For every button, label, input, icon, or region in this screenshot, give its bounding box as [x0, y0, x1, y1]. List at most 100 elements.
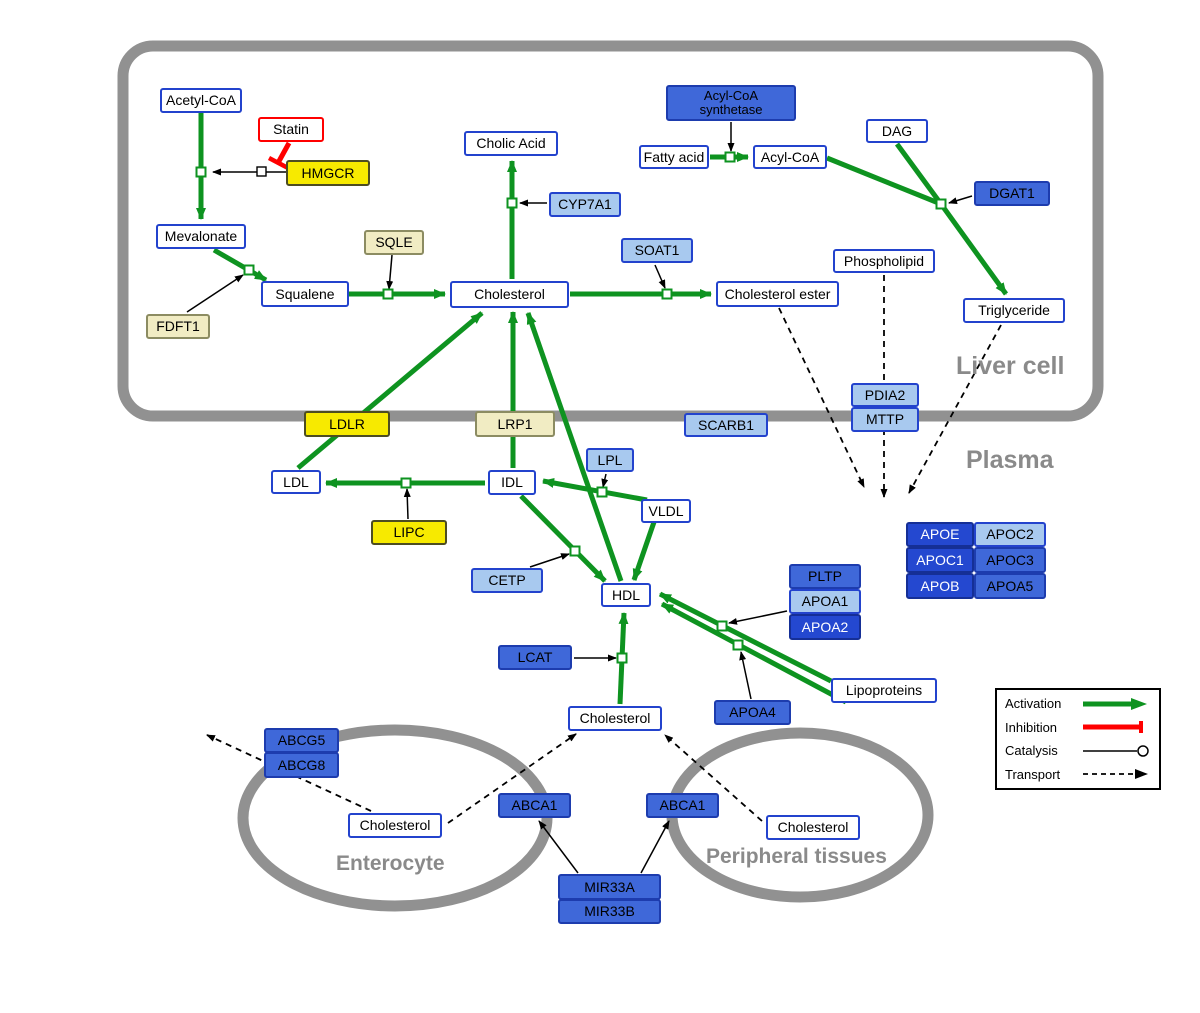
node-abcg5[interactable]: ABCG5: [264, 728, 339, 753]
label-liver-cell: Liver cell: [956, 352, 1065, 380]
legend-row-activation: Activation: [1005, 696, 1151, 711]
reaction-node: [400, 477, 412, 489]
regulation-mir33-abca1-left: [538, 820, 579, 874]
node-soat1[interactable]: SOAT1: [621, 238, 693, 263]
edge-junction-triglyceride: [938, 202, 1009, 296]
node-cyp7a1[interactable]: CYP7A1: [549, 192, 621, 217]
reaction-node: [506, 197, 518, 209]
node-mir33b[interactable]: MIR33B: [558, 899, 661, 924]
node-mttp[interactable]: MTTP: [851, 407, 919, 432]
reaction-node: [716, 620, 728, 632]
node-abca1-left[interactable]: ABCA1: [498, 793, 571, 818]
node-apoc2[interactable]: APOC2: [974, 522, 1046, 547]
node-apoa2[interactable]: APOA2: [789, 614, 861, 640]
node-pdia2[interactable]: PDIA2: [851, 383, 919, 407]
node-cholesterol-ester[interactable]: Cholesterol ester: [716, 281, 839, 307]
catalysis-cetp: [529, 553, 570, 568]
node-cetp[interactable]: CETP: [471, 568, 543, 593]
reaction-node: [935, 198, 947, 210]
reaction-node: [732, 639, 744, 651]
legend-row-transport: Transport: [1005, 767, 1151, 782]
node-cholesterol-peripheral[interactable]: Cholesterol: [766, 815, 860, 840]
catalysis-circle-icon: [1083, 745, 1149, 757]
node-apoc3[interactable]: APOC3: [974, 547, 1046, 573]
node-vldl[interactable]: VLDL: [641, 499, 691, 523]
acyl-coa-synthetase-line1: Acyl-CoA: [703, 88, 759, 104]
catalysis-lpl: [601, 473, 609, 488]
edge-acylcoa-dgat1junction: [826, 155, 942, 207]
transport-triglyceride-plasma: [908, 324, 1002, 494]
node-lrp1[interactable]: LRP1: [475, 411, 555, 437]
catalysis-node-hmgcr: [256, 166, 267, 177]
reaction-node: [661, 288, 673, 300]
catalysis-fdft1: [186, 274, 244, 313]
node-mevalonate[interactable]: Mevalonate: [156, 224, 246, 249]
node-abcg8[interactable]: ABCG8: [264, 752, 339, 778]
reaction-node: [569, 545, 581, 557]
node-fdft1[interactable]: FDFT1: [146, 314, 210, 339]
edge-vldl-hdl: [631, 521, 657, 581]
node-hdl[interactable]: HDL: [601, 583, 651, 607]
legend-row-inhibition: Inhibition: [1005, 720, 1151, 735]
node-triglyceride[interactable]: Triglyceride: [963, 298, 1065, 323]
reaction-node: [243, 264, 255, 276]
node-dgat1[interactable]: DGAT1: [974, 181, 1050, 206]
reaction-node: [616, 652, 628, 664]
node-abca1-right[interactable]: ABCA1: [646, 793, 719, 818]
node-dag[interactable]: DAG: [866, 119, 928, 143]
node-statin[interactable]: Statin: [258, 117, 324, 142]
inhibition-statin-line: [275, 141, 292, 165]
legend-inhibition-label: Inhibition: [1005, 719, 1058, 735]
regulation-mir33-abca1-right: [640, 820, 670, 874]
catalysis-sqle: [386, 254, 394, 290]
node-apob[interactable]: APOB: [906, 573, 974, 599]
label-peripheral-tissues: Peripheral tissues: [706, 845, 887, 868]
catalysis-soat1: [654, 264, 666, 289]
node-lipoproteins[interactable]: Lipoproteins: [831, 678, 937, 703]
node-cholesterol-liver[interactable]: Cholesterol: [450, 281, 569, 308]
edge-idl-cetp-hdl: [519, 494, 607, 583]
node-cholesterol-enterocyte[interactable]: Cholesterol: [348, 813, 442, 838]
transport-dashed-arrow-icon: [1083, 769, 1148, 780]
node-acyl-coa-synthetase[interactable]: Acyl-CoA synthetase: [666, 85, 796, 121]
node-sqle[interactable]: SQLE: [364, 230, 424, 255]
node-hmgcr[interactable]: HMGCR: [286, 160, 370, 186]
node-apoa5[interactable]: APOA5: [974, 573, 1046, 599]
liver-cell-outline: [117, 40, 1104, 422]
node-apoa1[interactable]: APOA1: [789, 589, 861, 614]
reaction-node: [724, 151, 736, 163]
edge-mevalonate-squalene: [212, 247, 268, 283]
node-scarb1[interactable]: SCARB1: [684, 413, 768, 437]
node-pltp[interactable]: PLTP: [789, 564, 861, 589]
node-cholesterol-plasma[interactable]: Cholesterol: [568, 706, 662, 731]
catalysis-lipc: [403, 488, 411, 520]
acyl-coa-synthetase-line2: synthetase: [699, 102, 763, 117]
node-apoc1[interactable]: APOC1: [906, 547, 974, 573]
compartment-outlines: [117, 40, 1104, 912]
inhibition-statin-tbar: [267, 156, 290, 170]
node-idl[interactable]: IDL: [488, 470, 536, 495]
node-squalene[interactable]: Squalene: [261, 281, 349, 307]
legend-transport-label: Transport: [1005, 766, 1061, 782]
node-acyl-coa[interactable]: Acyl-CoA: [753, 145, 827, 169]
node-lpl[interactable]: LPL: [586, 448, 634, 472]
node-ldl[interactable]: LDL: [271, 470, 321, 494]
edge-dag-dgat1junction: [894, 142, 944, 206]
node-mir33a[interactable]: MIR33A: [558, 874, 661, 900]
node-lcat[interactable]: LCAT: [498, 645, 572, 670]
node-apoe[interactable]: APOE: [906, 522, 974, 547]
node-phospholipid[interactable]: Phospholipid: [833, 249, 935, 273]
catalysis-apoa4: [739, 651, 752, 700]
reaction-node: [596, 486, 608, 498]
node-lipc[interactable]: LIPC: [371, 520, 447, 545]
node-ldlr[interactable]: LDLR: [304, 411, 390, 437]
edge-lipoproteins-hdl-lower: [660, 601, 848, 705]
node-apoa4[interactable]: APOA4: [714, 700, 791, 725]
transport-enterocyte-cholesterol-plasma: [447, 733, 577, 824]
edge-vldl-idl: [542, 478, 648, 503]
node-acetyl-coa[interactable]: Acetyl-CoA: [160, 88, 242, 113]
node-cholic-acid[interactable]: Cholic Acid: [464, 131, 558, 156]
node-fatty-acid[interactable]: Fatty acid: [639, 145, 709, 169]
